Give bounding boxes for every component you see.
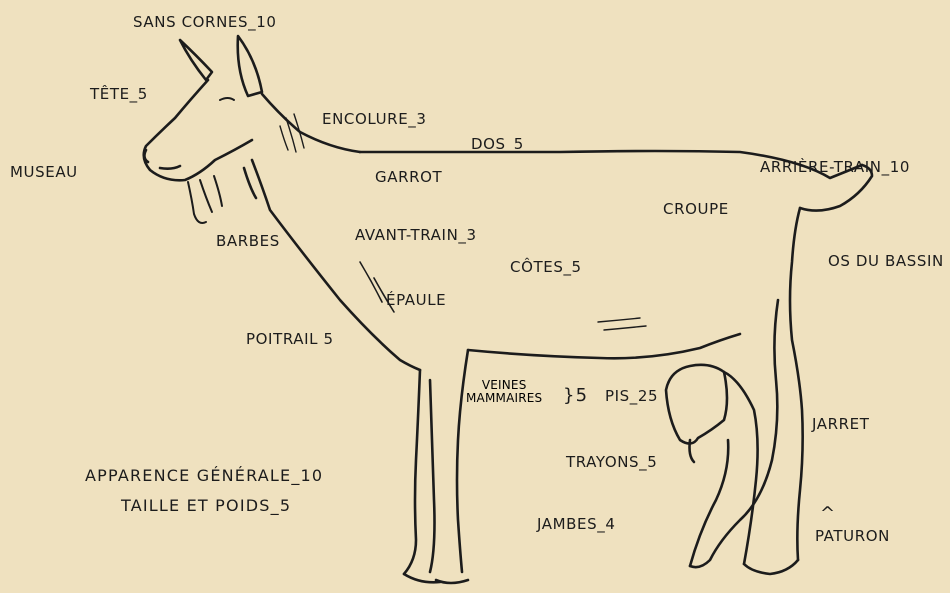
label-mammaires: MAMMAIRES [466,392,542,405]
muzzle [144,150,180,169]
flank-marks [598,318,646,330]
front-leg-2 [430,380,435,572]
front-hooves [404,574,468,583]
ear [180,40,212,80]
label-veines-mammaires: VEINES MAMMAIRES [466,379,542,405]
label-epaule: ÉPAULE [386,291,446,309]
beard [188,176,222,223]
label-tete: TÊTE_5 [90,85,148,103]
label-avant-train: AVANT-TRAIN_3 [355,226,477,244]
horn-ear-back [238,36,262,96]
label-pis: PIS_25 [605,387,658,405]
label-garrot: GARROT [375,168,442,186]
hind-leg-2b [690,440,728,566]
label-encolure: ENCOLURE_3 [322,110,427,128]
label-poitrail: POITRAIL 5 [246,330,334,348]
udder [666,365,727,444]
front-leg-front [404,370,420,574]
label-taille-et-poids: TAILLE ET POIDS_5 [121,496,291,515]
head-outline [144,80,252,180]
label-croupe: CROUPE [663,200,729,218]
label-paturon-mark: ^ [820,503,836,524]
label-veines-score: }5 [563,385,588,406]
neck-hair-marks [280,114,304,152]
label-paturon: PATURON [815,527,890,545]
rump [790,208,803,560]
label-museau: MUSEAU [10,163,78,181]
belly [468,334,740,358]
throat [244,168,256,198]
label-arriere-train: ARRIÈRE-TRAIN_10 [760,158,910,176]
hind-leg-front [724,372,758,564]
label-apparence-generale: APPARENCE GÉNÉRALE_10 [85,466,323,485]
label-os-du-bassin: OS DU BASSIN [828,252,944,270]
label-sans-cornes: SANS CORNES_10 [133,13,276,31]
label-cotes: CÔTES_5 [510,258,582,276]
label-jambes: JAMBES_4 [537,515,616,533]
eye [220,98,234,100]
label-trayons: TRAYONS_5 [566,453,657,471]
label-dos: DOS_5 [471,135,524,153]
label-jarret: JARRET [812,415,870,433]
hind-hoof-back [744,560,798,574]
label-barbes: BARBES [216,232,280,250]
